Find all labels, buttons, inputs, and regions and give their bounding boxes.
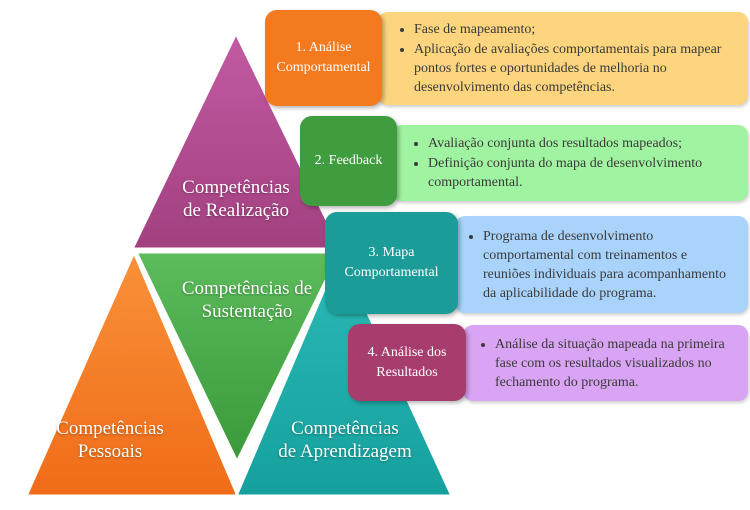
step-2-content: Avaliação conjunta dos resultados mapead…: [392, 125, 748, 201]
label-line: de Aprendizagem: [278, 441, 412, 462]
step-label-line: 3. Mapa: [368, 245, 415, 260]
bullet-item: Aplicação de avaliações comportamentais …: [414, 40, 738, 97]
triangle-realizacao: [129, 29, 344, 251]
label-line: Competências: [291, 418, 399, 439]
label-sustentacao: Competências de Sustentação: [152, 277, 342, 323]
label-line: Pessoais: [77, 441, 143, 462]
step-4-content: Análise da situação mapeada na primeira …: [463, 325, 748, 401]
step-label-line: Comportamental: [276, 60, 371, 75]
step-1-content: Fase de mapeamento;Aplicação de avaliaçõ…: [378, 12, 748, 105]
step-3-content: Programa de desenvolvimento comportament…: [455, 216, 748, 313]
label-line: Competências de: [181, 278, 313, 299]
label-line: de Realização: [182, 200, 289, 221]
step-label-line: Resultados: [376, 364, 438, 380]
label-line: Sustentação: [201, 301, 293, 322]
step-label-line: 2. Feedback: [314, 153, 383, 168]
step-2-label: 2. Feedback: [300, 116, 397, 206]
step-label-line: 1. Análise: [295, 40, 352, 55]
bullet-item: Fase de mapeamento;: [414, 20, 738, 39]
label-line: Competências: [56, 418, 164, 439]
label-aprendizagem: Competências de Aprendizagem: [265, 417, 425, 463]
bullet-item: Definição conjunta do mapa de desenvolvi…: [428, 154, 738, 192]
label-line: Competências: [182, 177, 290, 198]
bullet-item: Programa de desenvolvimento comportament…: [483, 227, 738, 303]
triangle-pessoais: [23, 248, 241, 498]
triangle-sustentacao: [133, 250, 343, 466]
label-realizacao: Competências de Realização: [156, 176, 316, 222]
bullet-item: Avaliação conjunta dos resultados mapead…: [428, 134, 738, 153]
bullet-item: Análise da situação mapeada na primeira …: [495, 335, 738, 392]
step-label-line: 4. Análise dos: [367, 344, 447, 360]
step-label-line: Comportamental: [344, 265, 439, 280]
label-pessoais: Competências Pessoais: [40, 417, 180, 463]
